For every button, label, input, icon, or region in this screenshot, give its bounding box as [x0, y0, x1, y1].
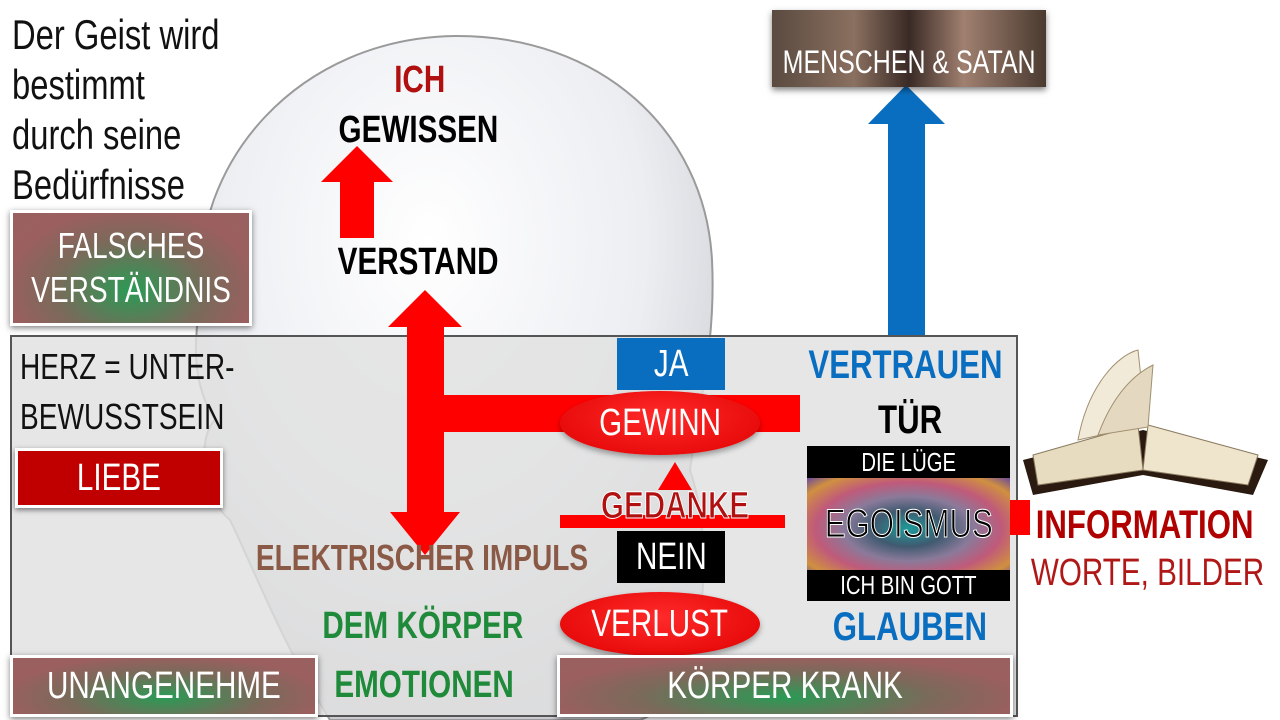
- up-arrow-icon: [321, 146, 393, 238]
- tuer-label: TÜR: [877, 397, 943, 442]
- emotionen-label: EMOTIONEN: [334, 663, 515, 706]
- herz-label: HERZ = UNTER- BEWUSSTSEIN: [20, 346, 235, 437]
- bible-icon: [1023, 349, 1268, 495]
- vertrauen-label: VERTRAUEN: [807, 342, 1003, 387]
- ich-label: ICH: [394, 58, 446, 101]
- koerper-krank-box: KÖRPER KRANK: [557, 655, 1013, 717]
- ich-bin-gott-box: ICH BIN GOTT: [807, 570, 1010, 601]
- dem-koerper-label: DEM KÖRPER: [322, 604, 523, 647]
- information-label: INFORMATION: [1036, 502, 1254, 547]
- title-line: durch seine: [12, 111, 182, 158]
- liebe-box: LIEBE: [15, 448, 223, 508]
- glauben-label: GLAUBEN: [832, 604, 988, 649]
- title-line: Der Geist wird: [12, 11, 220, 58]
- gewissen-label: GEWISSEN: [338, 108, 498, 151]
- verstand-label: VERSTAND: [337, 240, 499, 283]
- title-line: Bedürfnisse: [12, 161, 186, 208]
- ja-box: JA: [617, 338, 725, 390]
- egoismus-image: EGOISMUS: [807, 478, 1010, 570]
- gewinn-ellipse: GEWINN: [560, 391, 760, 455]
- worte-bilder-label: WORTE, BILDER: [1030, 551, 1265, 594]
- die-luege-box: DIE LÜGE: [807, 446, 1010, 478]
- title-line: bestimmt: [12, 61, 145, 108]
- nein-box: NEIN: [617, 531, 725, 583]
- impuls-label: ELEKTRISCHER IMPULS: [255, 537, 589, 578]
- unangenehme-box: UNANGENEHME: [10, 655, 318, 717]
- menschen-satan-box: MENSCHEN & SATAN: [772, 10, 1046, 87]
- title-text: Der Geist wird bestimmt durch seine Bedü…: [12, 10, 278, 210]
- verlust-ellipse: VERLUST: [560, 592, 760, 656]
- gedanke-label: GEDANKE: [600, 484, 750, 527]
